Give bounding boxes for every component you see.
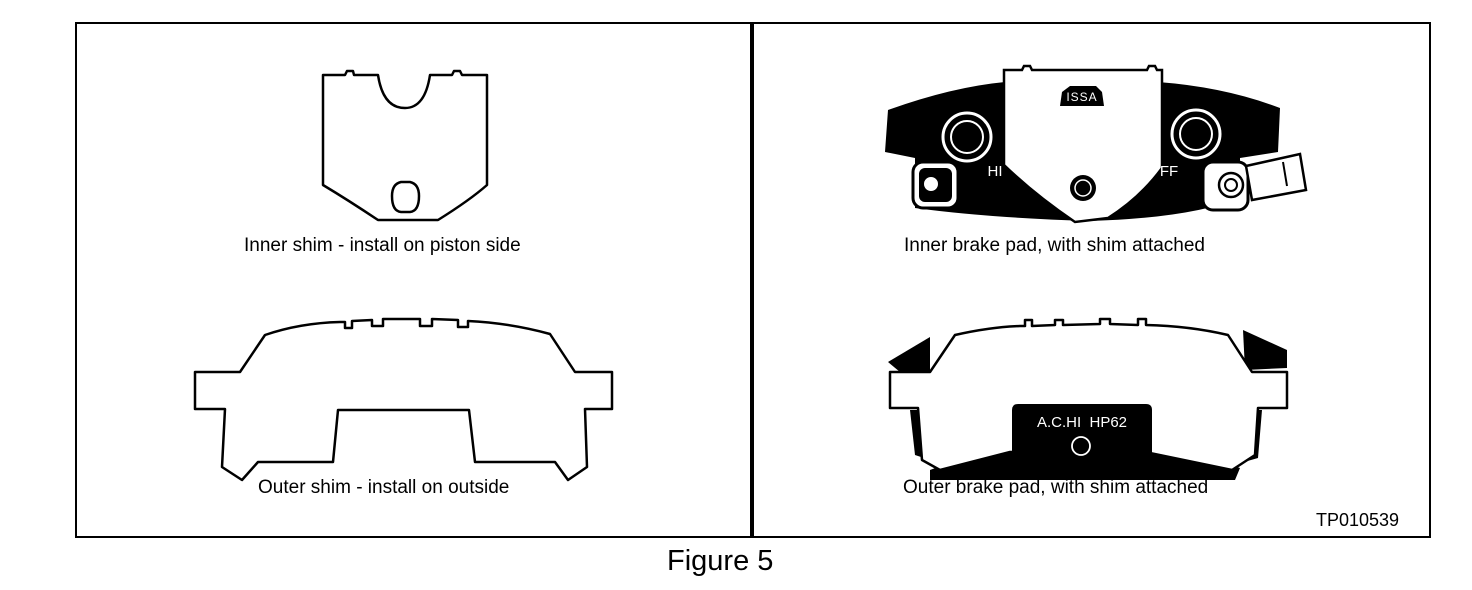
inner-shim-drawing xyxy=(321,69,489,222)
outer-pad-label-mark: A.C.HI HP62 xyxy=(1037,414,1127,431)
outer-shim-drawing xyxy=(193,317,614,482)
panel-divider xyxy=(750,22,754,538)
figure-title: Figure 5 xyxy=(667,545,774,577)
inner-pad-drawing xyxy=(885,64,1308,224)
inner-pad-caption: Inner brake pad, with shim attached xyxy=(904,235,1206,256)
inner-shim-caption: Inner shim - install on piston side xyxy=(244,235,521,256)
outer-pad-drawing xyxy=(888,317,1289,480)
inner-pad-top-mark: ISSA xyxy=(1066,90,1097,104)
inner-pad-left-mark: HI xyxy=(988,163,1003,180)
inner-pad-right-mark: FF xyxy=(1160,163,1178,180)
outer-shim-caption: Outer shim - install on outside xyxy=(258,477,510,498)
outer-pad-caption: Outer brake pad, with shim attached xyxy=(903,477,1209,498)
figure-code: TP010539 xyxy=(1316,510,1400,530)
